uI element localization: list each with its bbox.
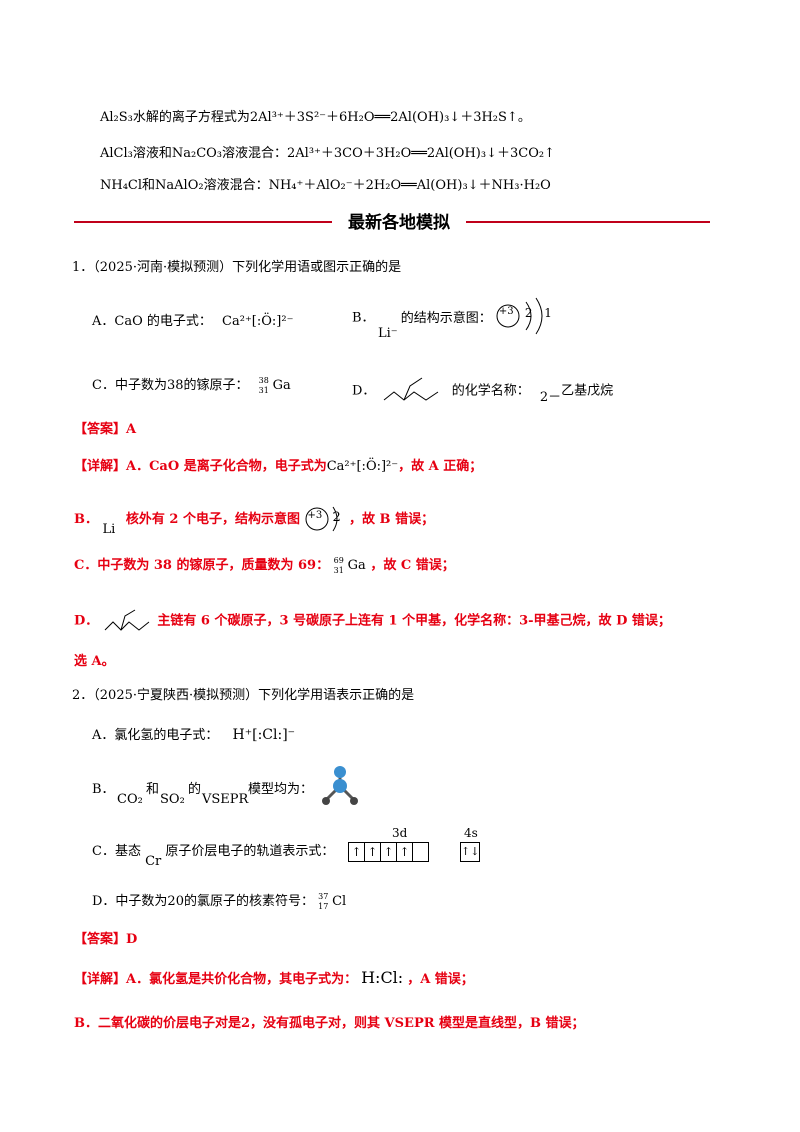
q2-answer: 【答案】D xyxy=(74,932,138,947)
q2-c-3d-orbitals: ↑ ↑ ↑ ↑ xyxy=(348,842,429,862)
q1-detail-c-text: C．中子数为 38 的镓原子，质量数为 69： xyxy=(74,558,330,573)
q1-detail-b-diagram: +3 2 xyxy=(305,506,345,531)
q1-detail-b-post: ，故 B 错误； xyxy=(349,512,435,527)
q2-c-4s-label: 4s xyxy=(464,826,478,840)
q1-detail-b-shell: 2 xyxy=(332,509,341,525)
q1-stem: 1．（2025·河南·模拟预测）下列化学用语或图示正确的是 xyxy=(72,260,402,275)
atom-structure-icon xyxy=(305,506,337,531)
q2-option-a: A．氯化氢的电子式： H⁺[:Cl:]⁻ xyxy=(92,724,295,743)
q2-detail-a-formula: H:Cl: xyxy=(361,968,404,987)
q1-c-symbol: Ga xyxy=(272,378,291,393)
q1-detail-c: C．中子数为 38 的镓原子，质量数为 69： 69 31 Ga ，故 C 错误… xyxy=(74,554,455,576)
q1-a-label: A．CaO 的电子式： xyxy=(92,314,212,329)
q2-detail-b: B．二氧化碳的价层电子对是2，没有孤电子对，则其 VSEPR 模型是直线型，B … xyxy=(74,1016,585,1031)
q1-conclusion: 选 A。 xyxy=(74,654,115,669)
q2-d-symbol: Cl xyxy=(332,894,347,909)
q2-b-vsepr: VSEPR xyxy=(202,792,249,807)
orbital-box: ↑ xyxy=(348,842,365,862)
q2-c-3d-label: 3d xyxy=(392,826,408,840)
skeletal-formula-icon xyxy=(383,377,438,401)
q2-b-and: 和 xyxy=(146,782,160,797)
banner-rule-right xyxy=(466,221,710,223)
q1-c-mass: 38 xyxy=(258,375,269,385)
q2-a-formula: H⁺[:Cl:]⁻ xyxy=(232,727,296,743)
q1-c-label: C．中子数为38的镓原子： xyxy=(92,378,249,393)
q2-c-label: C．基态 xyxy=(92,844,141,859)
equation-line-2: AlCl₃溶液和Na₂CO₃溶液混合：2Al³⁺＋3CO＋3H₂O══2Al(O… xyxy=(100,146,555,161)
q1-b-label: B． xyxy=(352,310,375,326)
q1-c-isotope: 38 31 xyxy=(259,376,273,396)
q2-detail-a-text: 【详解】A．氯化氢是共价化合物，其电子式为： xyxy=(74,972,358,987)
q1-a-formula: Ca²⁺[:Ö:]²⁻ xyxy=(222,314,294,329)
q1-detail-c-post: ，故 C 错误； xyxy=(370,558,455,573)
q2-b-so2: SO₂ xyxy=(160,792,185,807)
q2-b-label: B． xyxy=(92,782,115,797)
orbital-box: ↑↓ xyxy=(460,842,480,862)
banner-rule-left xyxy=(74,221,332,223)
q2-d-label: D．中子数为20的氯原子的核素符号： xyxy=(92,894,314,909)
q2-detail-a-post: ，A 错误； xyxy=(407,972,474,987)
q1-detail-a-text: 【详解】A．CaO 是离子化合物，电子式为 xyxy=(74,459,327,474)
orbital-box: ↑ xyxy=(381,842,397,862)
q1-detail-b: B． Li 核外有 2 个电子，结构示意图 +3 2 ，故 B 错误； xyxy=(74,506,435,537)
q1-d-name: 乙基戊烷 xyxy=(561,383,614,399)
q2-option-d: D．中子数为20的氯原子的核素符号： 37 17 Cl xyxy=(92,890,346,912)
q2-c-text: 原子价层电子的轨道表示式： xyxy=(165,844,335,859)
q2-b-of: 的 xyxy=(188,782,202,797)
orbital-box: ↑ xyxy=(365,842,381,862)
q2-b-text: 模型均为： xyxy=(248,782,314,797)
q1-detail-d-text: 主链有 6 个碳原子，3 号碳原子上连有 1 个甲基，化学名称：3-甲基己烷，故… xyxy=(157,613,671,629)
q1-detail-b-text: 核外有 2 个电子，结构示意图 xyxy=(125,512,300,527)
q2-stem: 2．（2025·宁夏陕西·模拟预测）下列化学用语表示正确的是 xyxy=(72,688,415,703)
q1-b-text: 的结构示意图： xyxy=(400,310,492,326)
q2-detail-a: 【详解】A．氯化氢是共价化合物，其电子式为：H:Cl:，A 错误； xyxy=(74,968,474,987)
q2-option-c: C．基态 Cr 原子价层电子的轨道表示式： 3d 4s ↑ ↑ ↑ ↑ ↑↓ xyxy=(92,826,480,869)
orbital-box: ↑ xyxy=(397,842,413,862)
q1-detail-a-formula: Ca²⁺[:Ö:]²⁻ xyxy=(326,459,399,474)
q2-c-cr: Cr xyxy=(145,854,162,869)
q1-detail-c-isotope: 69 31 xyxy=(334,556,348,576)
q1-detail-b-label: B． xyxy=(74,512,98,527)
q2-option-b: B． CO₂ 和 SO₂ 的 VSEPR 模型均为： xyxy=(92,766,358,807)
q1-detail-b-nucleus: +3 xyxy=(307,509,323,521)
q1-option-b: B． Li⁻ 的结构示意图： +3 2 1 xyxy=(352,297,556,341)
orbital-box xyxy=(413,842,429,862)
q1-b-nucleus: +3 xyxy=(498,306,514,317)
q1-b-li: Li⁻ xyxy=(378,326,398,341)
atom-structure-icon xyxy=(496,297,543,335)
equation-line-3: NH₄Cl和NaAlO₂溶液混合：NH₄⁺＋AlO₂⁻＋2H₂O══Al(OH)… xyxy=(100,178,551,193)
q1-detail-b-li: Li xyxy=(102,522,116,537)
q1-detail-c-symbol: Ga xyxy=(347,558,366,573)
q1-option-a: A．CaO 的电子式： Ca²⁺[:Ö:]²⁻ xyxy=(92,310,293,329)
q2-d-isotope: 37 17 xyxy=(318,892,332,912)
q1-answer: 【答案】A xyxy=(74,422,137,437)
molecule-model-icon xyxy=(322,766,358,805)
q2-a-label: A．氯化氢的电子式： xyxy=(92,728,219,743)
q1-detail-c-mass: 69 xyxy=(333,555,344,565)
q1-d-text: 的化学名称： xyxy=(451,383,530,399)
q1-detail-c-atomic: 31 xyxy=(333,565,344,575)
q1-c-atomic: 31 xyxy=(258,385,269,395)
q1-d-label: D． xyxy=(352,383,376,399)
q1-detail-d: D． 主链有 6 个碳原子，3 号碳原子上连有 1 个甲基，化学名称：3-甲基己… xyxy=(74,606,671,636)
q1-detail-a: 【详解】A．CaO 是离子化合物，电子式为Ca²⁺[:Ö:]²⁻，故 A 正确； xyxy=(74,455,482,474)
skeletal-formula-icon xyxy=(104,609,150,631)
q1-option-d: D． 的化学名称： 2－乙基戊烷 xyxy=(352,374,613,408)
q2-d-mass: 37 xyxy=(318,891,329,901)
q1-b-shells: 2 1 xyxy=(524,306,556,320)
q2-c-4s-orbital: ↑↓ xyxy=(460,842,480,862)
q2-d-atomic: 17 xyxy=(318,901,329,911)
q1-detail-d-label: D． xyxy=(74,613,99,629)
section-banner-title: 最新各地模拟 xyxy=(348,213,450,233)
q1-detail-a-post: ，故 A 正确； xyxy=(398,459,483,474)
q1-d-name-prefix: 2－ xyxy=(539,389,562,405)
q1-option-c: C．中子数为38的镓原子： 38 31 Ga xyxy=(92,374,291,396)
q1-b-structure-diagram: +3 2 1 xyxy=(496,297,556,335)
equation-line-1: Al₂S₃水解的离子方程式为2Al³⁺＋3S²⁻＋6H₂O══2Al(OH)₃↓… xyxy=(100,110,531,125)
q2-b-co2: CO₂ xyxy=(117,792,143,807)
